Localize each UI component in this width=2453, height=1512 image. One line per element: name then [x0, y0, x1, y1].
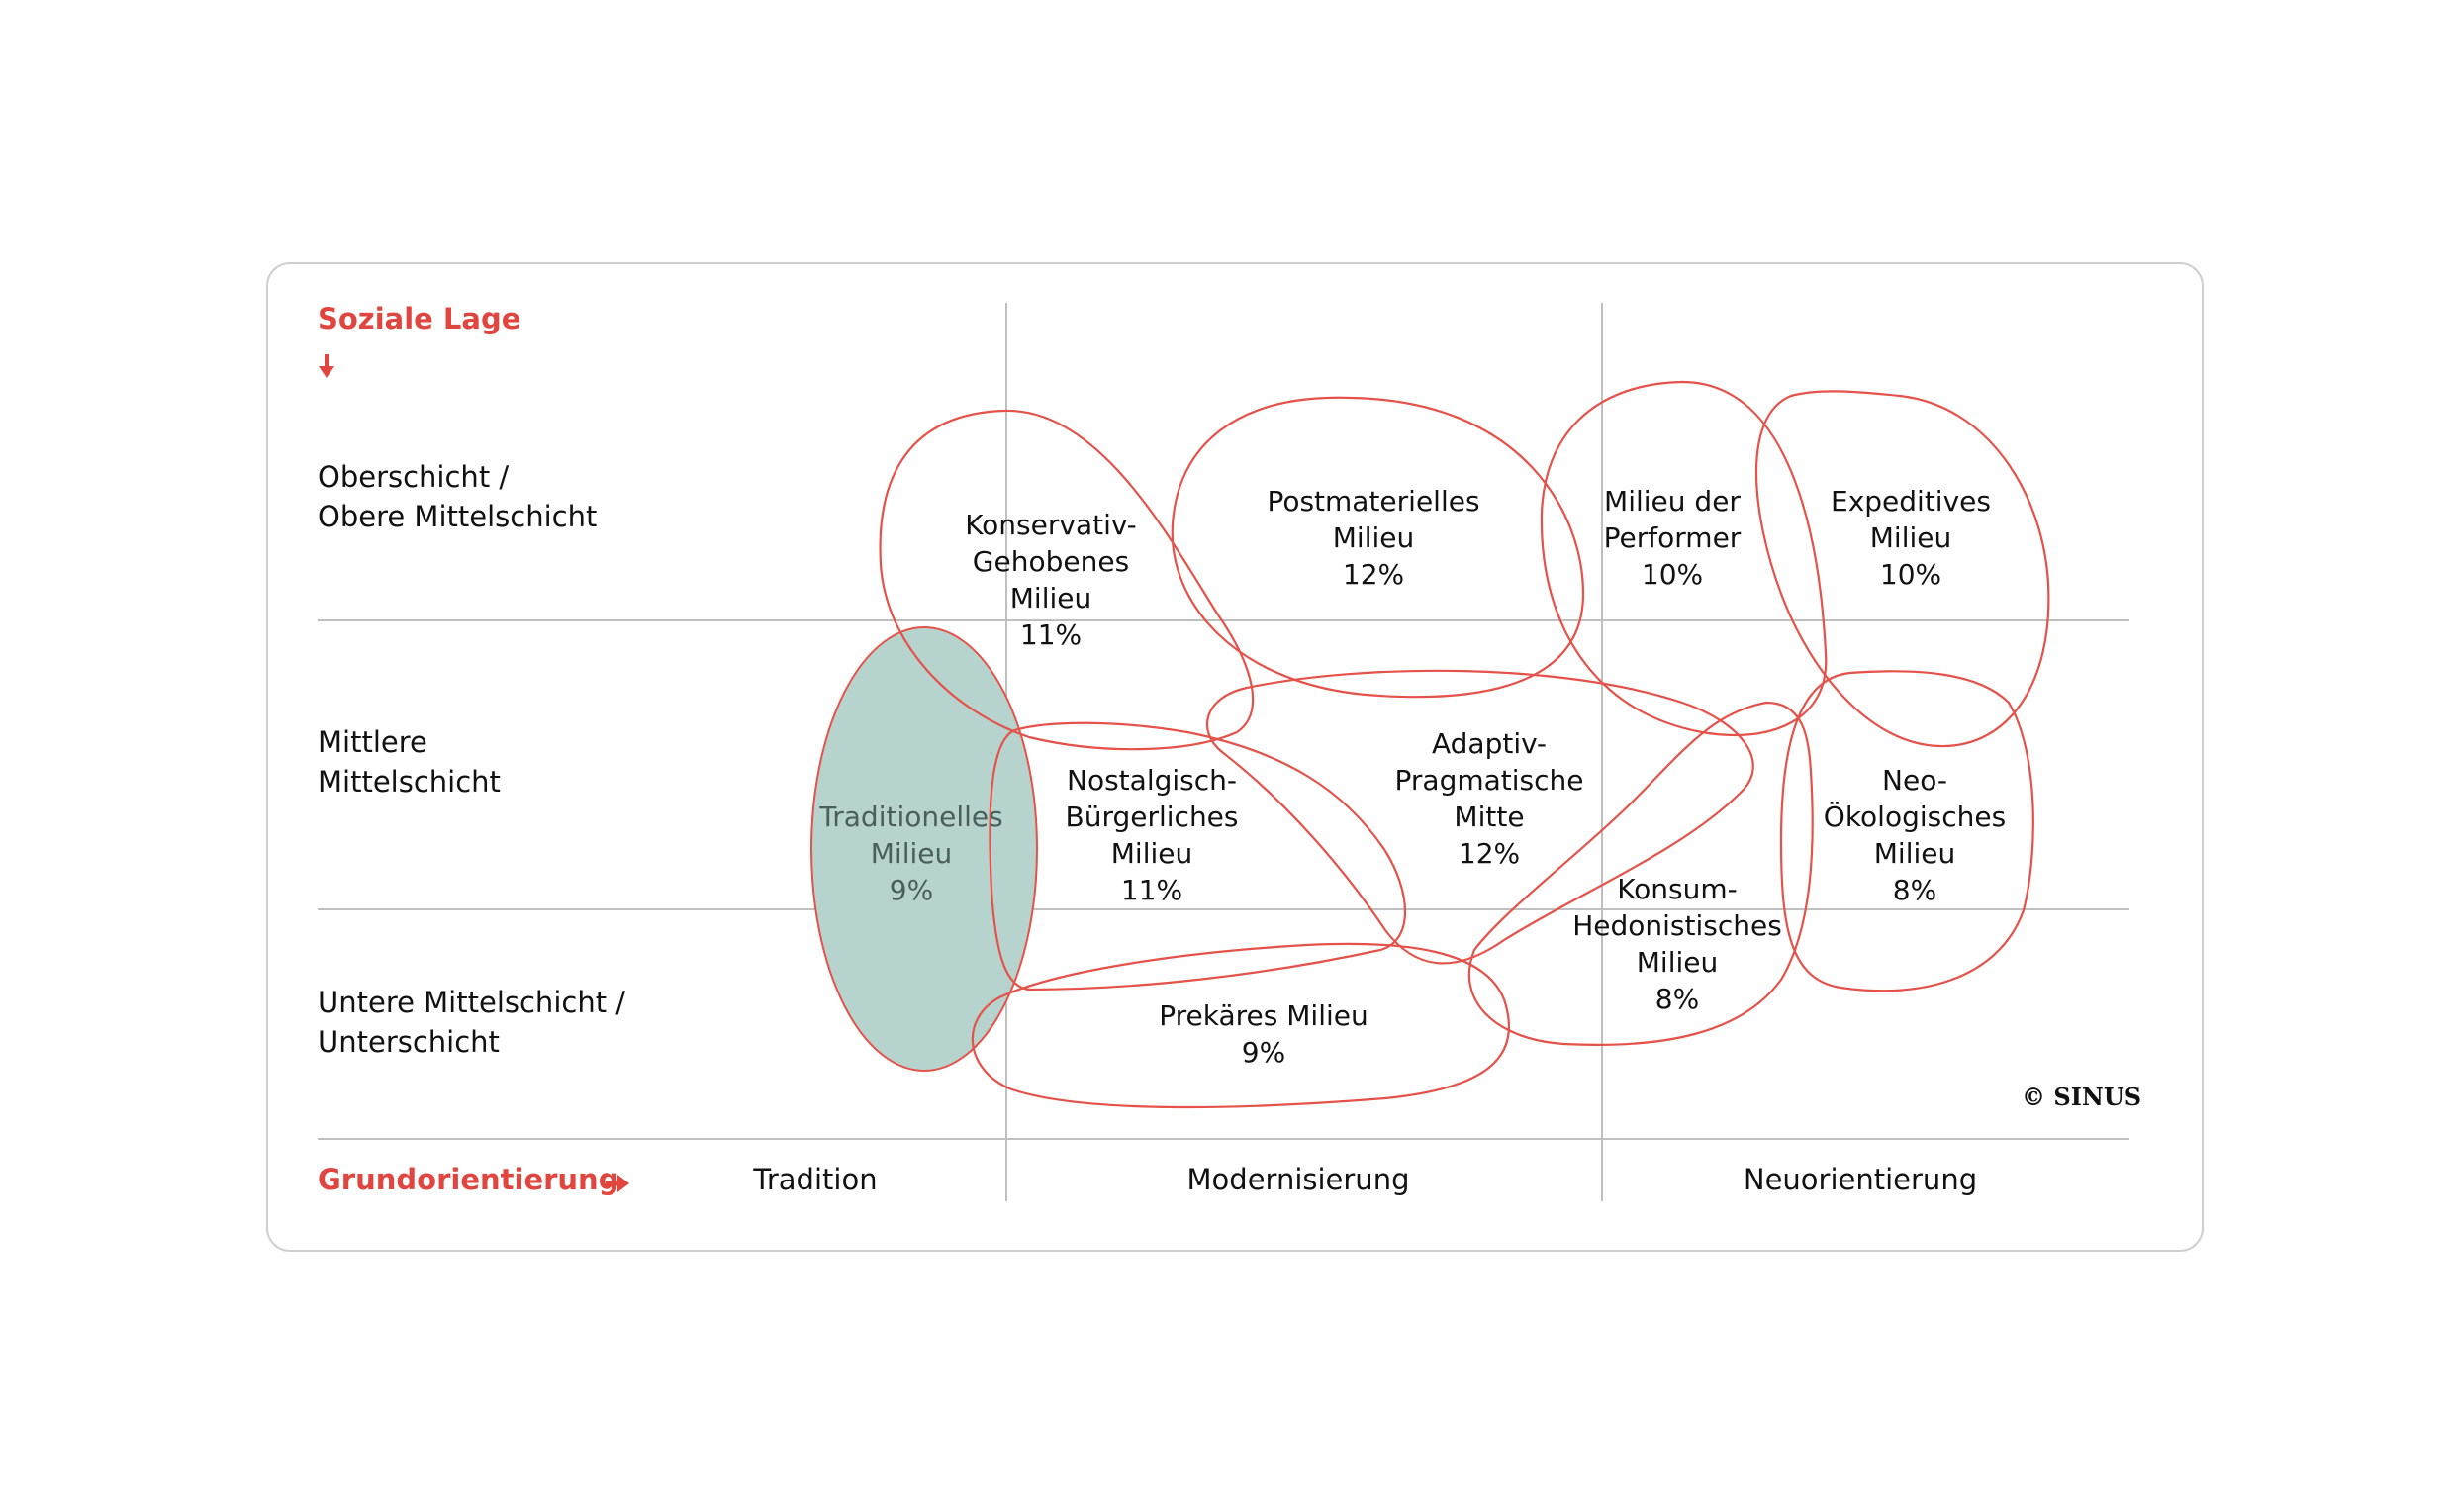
milieu-postmaterielles: Postmaterielles Milieu 12% — [1267, 483, 1479, 593]
x-column-tradition: Tradition — [753, 1163, 878, 1196]
milieu-share: 11% — [1120, 874, 1183, 906]
milieu-name: Prekäres Milieu — [1159, 999, 1368, 1032]
milieu-share: 11% — [1019, 618, 1083, 651]
milieu-traditionelles: Traditionelles Milieu 9% — [819, 799, 1002, 908]
copyright: © SINUS — [2022, 1083, 2142, 1111]
milieu-share: 9% — [889, 874, 934, 906]
y-level-lower: Untere Mittelschicht / Unterschicht — [318, 986, 626, 1059]
blob-neo-oekologisches — [1779, 670, 2034, 992]
x-column-neuorientierung: Neuorientierung — [1743, 1163, 1978, 1196]
milieu-nostalgisch-buergerliches: Nostalgisch- Bürgerliches Milieu 11% — [1066, 762, 1239, 908]
blob-nostalgisch-buergerliches — [989, 721, 1407, 992]
y-axis-title: Soziale Lage — [318, 302, 521, 335]
milieu-name: Konsum- Hedonistisches Milieu — [1572, 873, 1782, 979]
milieu-share: 12% — [1342, 558, 1405, 591]
grid — [318, 303, 2129, 1201]
milieu-expeditives: Expeditives Milieu 10% — [1831, 483, 1991, 593]
y-level-middle: Mittlere Mittelschicht — [318, 725, 501, 799]
blob-performer — [1540, 380, 1828, 736]
milieu-konsum-hedonistisches: Konsum- Hedonistisches Milieu 8% — [1572, 871, 1782, 1017]
milieu-name: Konservativ- Gehobenes Milieu — [965, 509, 1137, 614]
milieu-name: Neo- Ökologisches Milieu — [1823, 764, 2007, 870]
milieu-prekaeres: Prekäres Milieu 9% — [1159, 997, 1368, 1071]
milieu-share: 8% — [1654, 983, 1700, 1015]
milieu-name: Expeditives Milieu — [1831, 485, 1991, 554]
blob-adaptiv-pragmatische — [1206, 669, 1754, 965]
blob-traditionelles — [810, 626, 1038, 1072]
y-level-upper: Oberschicht / Obere Mittelschicht — [318, 460, 598, 533]
blob-expeditives — [1754, 390, 2050, 748]
milieu-name: Postmaterielles Milieu — [1267, 485, 1480, 554]
diagram-card — [266, 262, 2204, 1252]
blob-prekaeres — [971, 942, 1510, 1109]
blob-postmaterielles — [1171, 396, 1585, 699]
arrow-right-icon — [606, 1175, 629, 1192]
milieu-share: 10% — [1879, 558, 1942, 591]
milieu-performer: Milieu der Performer 10% — [1604, 483, 1742, 593]
milieu-konservativ-gehobenes: Konservativ- Gehobenes Milieu 11% — [965, 507, 1137, 653]
blob-konservativ-gehobenes — [879, 409, 1255, 751]
milieu-share: 12% — [1458, 837, 1521, 870]
blob-konsum-hedonistisches — [1467, 701, 1814, 1046]
milieu-name: Nostalgisch- Bürgerliches Milieu — [1065, 764, 1239, 870]
milieu-share: 10% — [1641, 558, 1704, 591]
milieu-name: Adaptiv- Pragmatische Mitte — [1394, 727, 1584, 833]
milieu-name: Traditionelles Milieu — [819, 801, 1003, 870]
milieu-neo-oekologisches: Neo- Ökologisches Milieu 8% — [1824, 762, 2006, 908]
milieu-share: 9% — [1241, 1036, 1286, 1069]
milieu-name: Milieu der Performer — [1603, 485, 1742, 554]
arrow-down-icon — [319, 354, 334, 378]
x-axis-title: Grundorientierung — [318, 1163, 619, 1196]
milieu-adaptiv-pragmatische: Adaptiv- Pragmatische Mitte 12% — [1395, 725, 1584, 872]
milieu-share: 8% — [1892, 874, 1937, 906]
x-column-modernisierung: Modernisierung — [1186, 1163, 1410, 1196]
